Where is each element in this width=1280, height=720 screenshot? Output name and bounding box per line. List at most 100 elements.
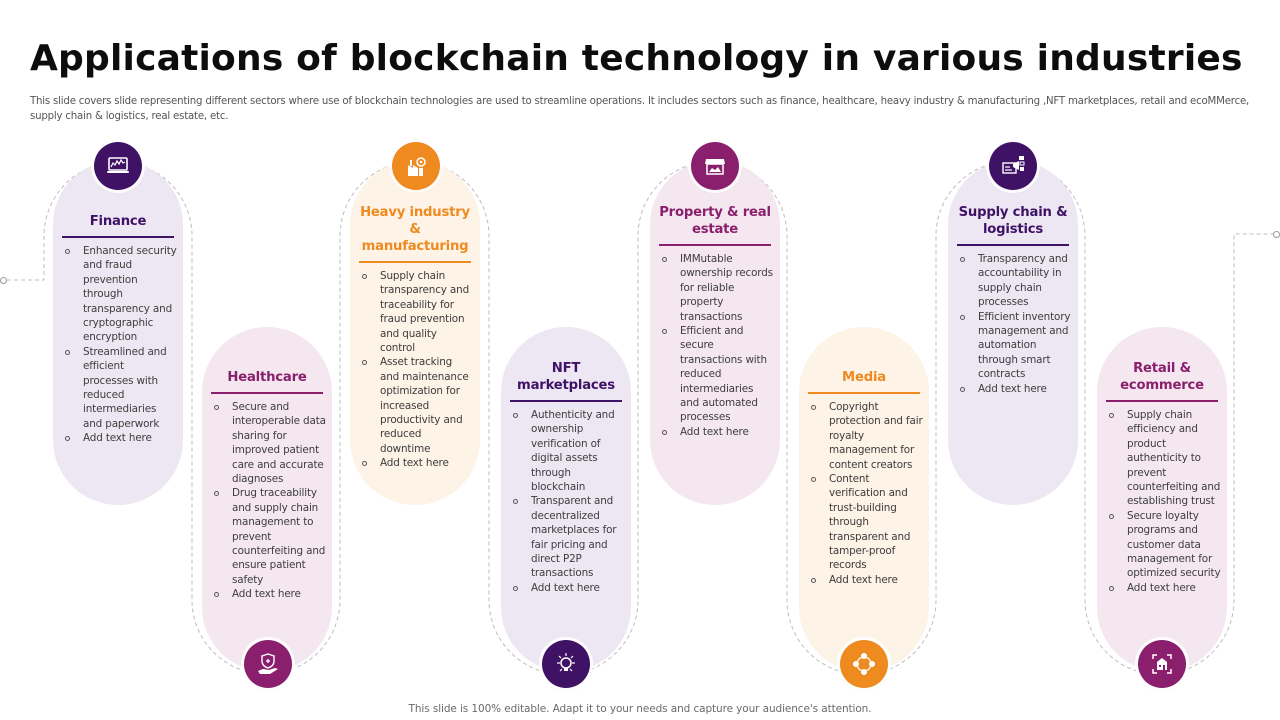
bullet-item: Copyright protection and fair royalty ma… (811, 400, 923, 472)
bullet-item: Streamlined and efficient processes with… (65, 345, 177, 431)
heavy-industry-pill (350, 160, 480, 505)
bullet-item: Secure and interoperable data sharing fo… (214, 400, 326, 486)
bullet-item: Add text here (662, 425, 774, 439)
connector-start-dot (0, 277, 7, 284)
bullet-circle-icon (1109, 513, 1114, 519)
card-bullets: IMMutable ownership records for reliable… (662, 252, 774, 439)
retail-pill (1097, 327, 1227, 672)
bullet-item: IMMutable ownership records for reliable… (662, 252, 774, 324)
card-title: Media (842, 370, 886, 385)
bullet-item: Efficient and secure transactions with r… (662, 324, 774, 425)
card-title: NFT marketplaces (517, 361, 615, 393)
bullet-item: Add text here (513, 581, 625, 595)
card-divider (957, 244, 1069, 246)
slide-footer-note: This slide is 100% editable. Adapt it to… (408, 703, 872, 715)
card-bullets: Transparency and accountability in suppl… (960, 252, 1072, 396)
bullet-circle-icon (513, 413, 518, 418)
bullet-item: Add text here (960, 382, 1072, 396)
card-bullets: Enhanced security and fraud prevention t… (65, 244, 177, 446)
heavy-industry-card: Heavy industry & manufacturing Supply ch… (350, 204, 480, 471)
card-bullets: Authenticity and ownership verification … (513, 408, 625, 595)
bullet-item: Add text here (65, 431, 177, 445)
bullet-item: Efficient inventory management and autom… (960, 310, 1072, 382)
supply-chain-card: Supply chain & logistics Transparency an… (948, 204, 1078, 396)
slide-title: Applications of blockchain technology in… (30, 38, 1243, 79)
bullet-circle-icon (214, 592, 219, 598)
bullet-circle-icon (662, 329, 667, 335)
card-title: Property & real estate (659, 205, 771, 237)
finance-pill (53, 160, 183, 505)
bullet-circle-icon (362, 461, 367, 467)
bullet-item: Supply chain efficiency and product auth… (1109, 408, 1221, 509)
finance-card: Finance Enhanced security and fraud prev… (53, 213, 183, 446)
factory-gear-icon (392, 142, 440, 190)
card-bullets: Supply chain efficiency and product auth… (1109, 408, 1221, 595)
megaphone-card-icon (989, 142, 1037, 190)
bullet-circle-icon (65, 436, 70, 442)
bullet-item: Add text here (811, 573, 923, 587)
bullet-circle-icon (513, 499, 518, 505)
bullet-item: Secure loyalty programs and customer dat… (1109, 509, 1221, 581)
card-title: Finance (89, 214, 147, 229)
card-divider (1106, 400, 1218, 402)
bullet-circle-icon (811, 577, 816, 583)
media-card: Media Copyright protection and fair roya… (799, 369, 929, 587)
bullet-circle-icon (960, 257, 965, 262)
bullet-item: Asset tracking and maintenance optimizat… (362, 355, 474, 456)
nft-card: NFT marketplaces Authenticity and owners… (501, 360, 631, 595)
card-bullets: Copyright protection and fair royalty ma… (811, 400, 923, 587)
laptop-chart-icon (94, 142, 142, 190)
card-divider (510, 400, 622, 402)
bullet-item: Enhanced security and fraud prevention t… (65, 244, 177, 345)
bullet-circle-icon (214, 405, 219, 410)
bullet-circle-icon (214, 491, 219, 497)
card-title: Healthcare (227, 370, 307, 385)
healthcare-pill (202, 327, 332, 672)
bullet-circle-icon (662, 257, 667, 262)
bullet-circle-icon (65, 249, 70, 254)
retail-card: Retail & ecommerce Supply chain efficien… (1097, 360, 1227, 595)
shop-scan-icon (1138, 640, 1186, 688)
bullet-item: Content verification and trust-building … (811, 472, 923, 573)
media-pill (799, 327, 929, 672)
healthcare-card: Healthcare Secure and interoperable data… (202, 369, 332, 602)
bullet-circle-icon (65, 349, 70, 355)
bullet-circle-icon (811, 477, 816, 483)
bullet-item: Authenticity and ownership verification … (513, 408, 625, 494)
bullet-item: Add text here (214, 587, 326, 601)
card-title: Supply chain & logistics (958, 205, 1068, 237)
card-title: Heavy industry & manufacturing (360, 205, 470, 254)
storefront-icon (691, 142, 739, 190)
bullet-circle-icon (811, 405, 816, 410)
bullet-circle-icon (513, 585, 518, 591)
connector-end-dot (1273, 231, 1280, 238)
bullet-circle-icon (362, 274, 367, 279)
media-network-icon (840, 640, 888, 688)
bullet-circle-icon (960, 314, 965, 320)
slide-subtitle: This slide covers slide representing dif… (30, 96, 1250, 122)
bullet-circle-icon (960, 386, 965, 392)
supply-chain-pill (948, 160, 1078, 505)
card-divider (808, 392, 920, 394)
bullet-item: Drug traceability and supply chain manag… (214, 486, 326, 587)
nft-pill (501, 327, 631, 672)
card-divider (359, 261, 471, 263)
bullet-item: Transparent and decentralized marketplac… (513, 494, 625, 580)
card-divider (211, 392, 323, 394)
card-title: Retail & ecommerce (1120, 361, 1204, 393)
bullet-circle-icon (362, 360, 367, 366)
card-divider (659, 244, 771, 246)
bullet-circle-icon (662, 429, 667, 435)
card-divider (62, 236, 174, 238)
bullet-item: Transparency and accountability in suppl… (960, 252, 1072, 310)
bullet-circle-icon (1109, 413, 1114, 418)
bullet-item: Add text here (362, 456, 474, 470)
card-bullets: Secure and interoperable data sharing fo… (214, 400, 326, 602)
bullet-circle-icon (1109, 585, 1114, 591)
card-bullets: Supply chain transparency and traceabili… (362, 269, 474, 471)
bullet-item: Add text here (1109, 581, 1221, 595)
bullet-item: Supply chain transparency and traceabili… (362, 269, 474, 355)
property-card: Property & real estate IMMutable ownersh… (650, 204, 780, 439)
hand-shield-heart-icon (244, 640, 292, 688)
property-pill (650, 160, 780, 505)
